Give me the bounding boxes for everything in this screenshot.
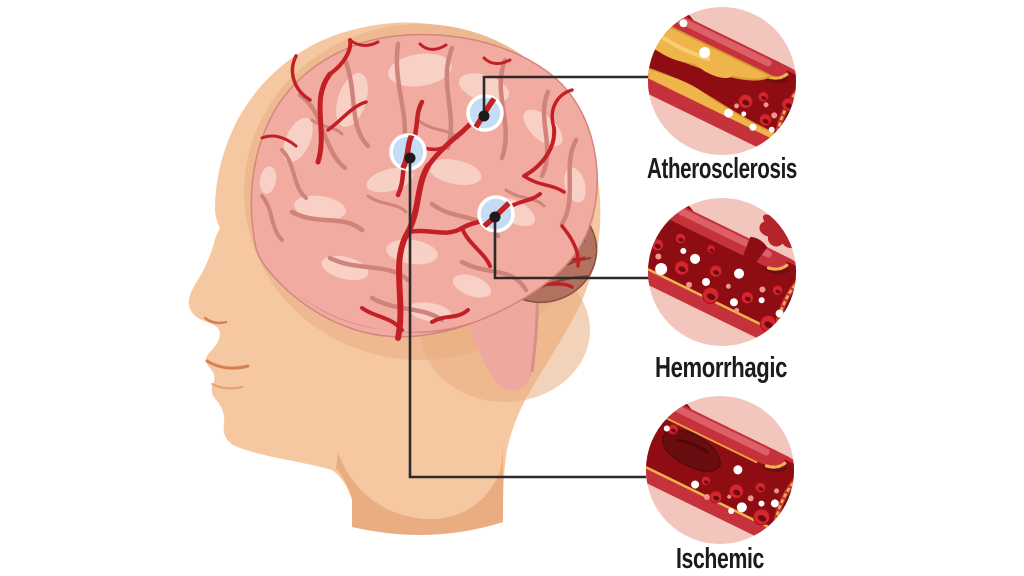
sulci [260,41,579,323]
callout-line-hemorrhagic [493,217,649,280]
marker-dot-3 [489,211,501,223]
label-atherosclerosis: Atherosclerosis [647,153,797,185]
inset-atherosclerosis [648,7,796,155]
mouth-line [205,359,250,370]
callout-lines [404,75,649,479]
marker-ischemic-site [389,133,427,171]
label-ischemic: Ischemic [676,543,764,575]
lower-lip-line [210,382,244,390]
brain-arteries [260,38,581,341]
marker-dot-2 [404,152,416,164]
nostril-line [203,316,228,325]
blood-clot [662,429,721,473]
callout-line-atherosclerosis [482,75,648,116]
brain [250,33,599,341]
neck-shading [336,446,503,535]
marker-dot-1 [478,110,490,122]
blood-cells [649,225,784,332]
head-profile [188,22,601,535]
label-hemorrhagic: Hemorrhagic [655,352,787,384]
inset-ischemic [646,396,794,544]
callout-line-ischemic [408,158,646,479]
